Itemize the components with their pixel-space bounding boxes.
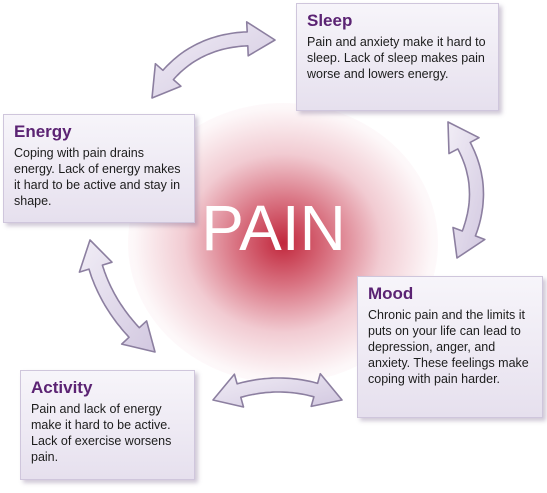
arrow-activity-energy — [78, 239, 156, 353]
energy-title: Energy — [14, 122, 72, 141]
energy-box: Energy Coping with pain drains energy. L… — [3, 114, 195, 223]
double-arrow-shape — [78, 239, 156, 353]
arrow-sleep-mood — [447, 121, 486, 259]
sleep-box: Sleep Pain and anxiety make it hard to s… — [296, 3, 499, 111]
activity-box: Activity Pain and lack of energy make it… — [20, 370, 195, 480]
arrow-energy-sleep — [151, 21, 276, 99]
double-arrow-shape — [212, 372, 343, 408]
activity-title: Activity — [31, 378, 93, 397]
double-arrow-shape — [151, 21, 276, 99]
mood-title: Mood — [368, 284, 414, 303]
sleep-text: Pain and anxiety make it hard to sleep. … — [307, 34, 486, 81]
center-title: PAIN — [201, 192, 346, 264]
double-arrow-shape — [447, 121, 486, 259]
activity-text: Pain and lack of energy make it hard to … — [31, 401, 172, 464]
mood-box: Mood Chronic pain and the limits it puts… — [357, 276, 543, 418]
energy-text: Coping with pain drains energy. Lack of … — [14, 145, 181, 208]
arrow-mood-activity — [212, 372, 343, 408]
mood-text: Chronic pain and the limits it puts on y… — [368, 307, 529, 386]
sleep-title: Sleep — [307, 11, 353, 30]
